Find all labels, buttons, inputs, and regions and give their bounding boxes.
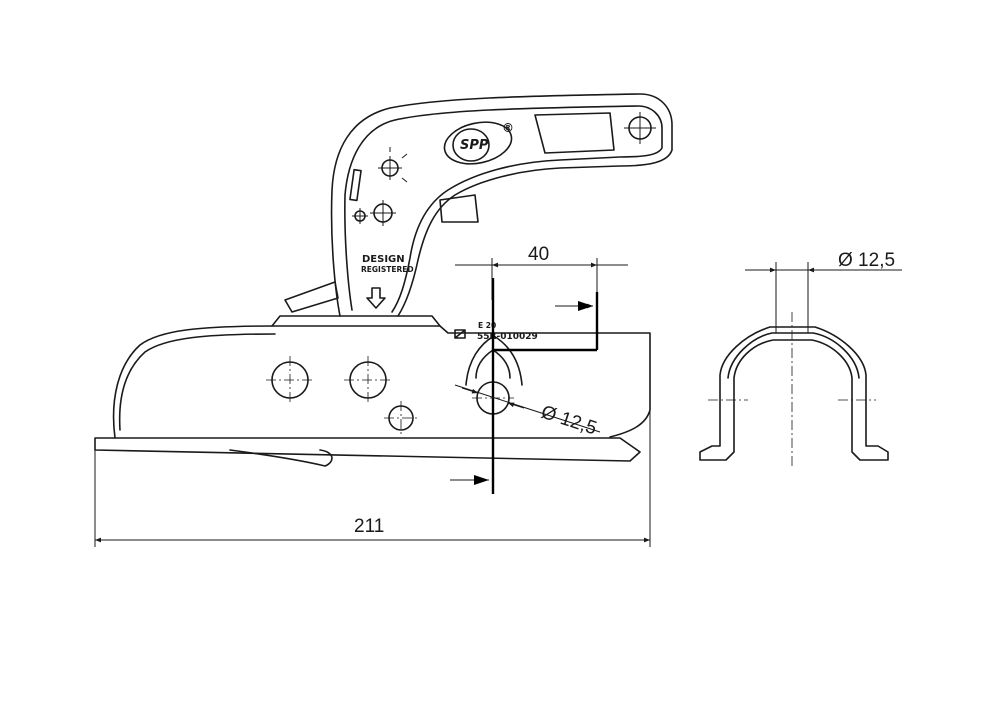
lever-strap: [284, 281, 339, 313]
coupling-side-view: SPP ® DESIGN REGISTERED E 20 55R-010029: [94, 93, 673, 467]
dimension-slot-spacing: 40: [455, 244, 628, 300]
top-plate: [271, 315, 441, 327]
brand-logo-text: SPP: [460, 138, 489, 153]
push-arrow-icon: [366, 287, 386, 309]
housing-bolt-hole-3: [384, 401, 418, 435]
hole-diameter-section-label: Ø 12,5: [838, 250, 895, 271]
hole-diameter-side-label: Ø 12,5: [538, 402, 599, 440]
dimension-overall-length: 211: [94, 410, 651, 547]
handle-bolt-lower: [352, 200, 396, 226]
registered-text: REGISTERED: [361, 265, 414, 274]
housing-bolt-hole-1: [266, 356, 314, 404]
design-text: DESIGN: [362, 254, 405, 265]
handle-inner-outline: [344, 105, 663, 313]
overall-length-label: 211: [354, 516, 384, 537]
section-cut-line: [450, 278, 599, 494]
dimension-hole-diameter-side: Ø 12,5: [454, 384, 601, 440]
spp-logo-oval: [443, 121, 513, 165]
approval-code: 55R-010029: [477, 332, 538, 342]
housing-body: [112, 325, 651, 439]
spp-logo-circle: [452, 128, 490, 162]
registered-mark: ®: [502, 121, 514, 135]
dimension-hole-diameter-section: Ø 12,5: [745, 250, 902, 273]
approval-mark: [454, 329, 466, 339]
housing-bolt-hole-2: [344, 356, 392, 404]
handle-bolt-end: [624, 112, 656, 144]
section-profile-outer: [699, 326, 889, 461]
indicator-slot: [349, 168, 362, 202]
handle-tab: [439, 194, 479, 223]
lower-jaw: [229, 449, 333, 467]
housing-inner-line: [118, 333, 276, 431]
section-profile-inner: [727, 332, 860, 379]
approval-prefix: E 20: [478, 321, 496, 330]
coupling-section-view: [699, 262, 889, 468]
handle-outline: [330, 93, 673, 317]
handle-bolt-upper: [378, 147, 408, 183]
handle-window: [534, 112, 615, 154]
base-flange: [94, 437, 641, 462]
slot-spacing-label: 40: [528, 244, 549, 265]
